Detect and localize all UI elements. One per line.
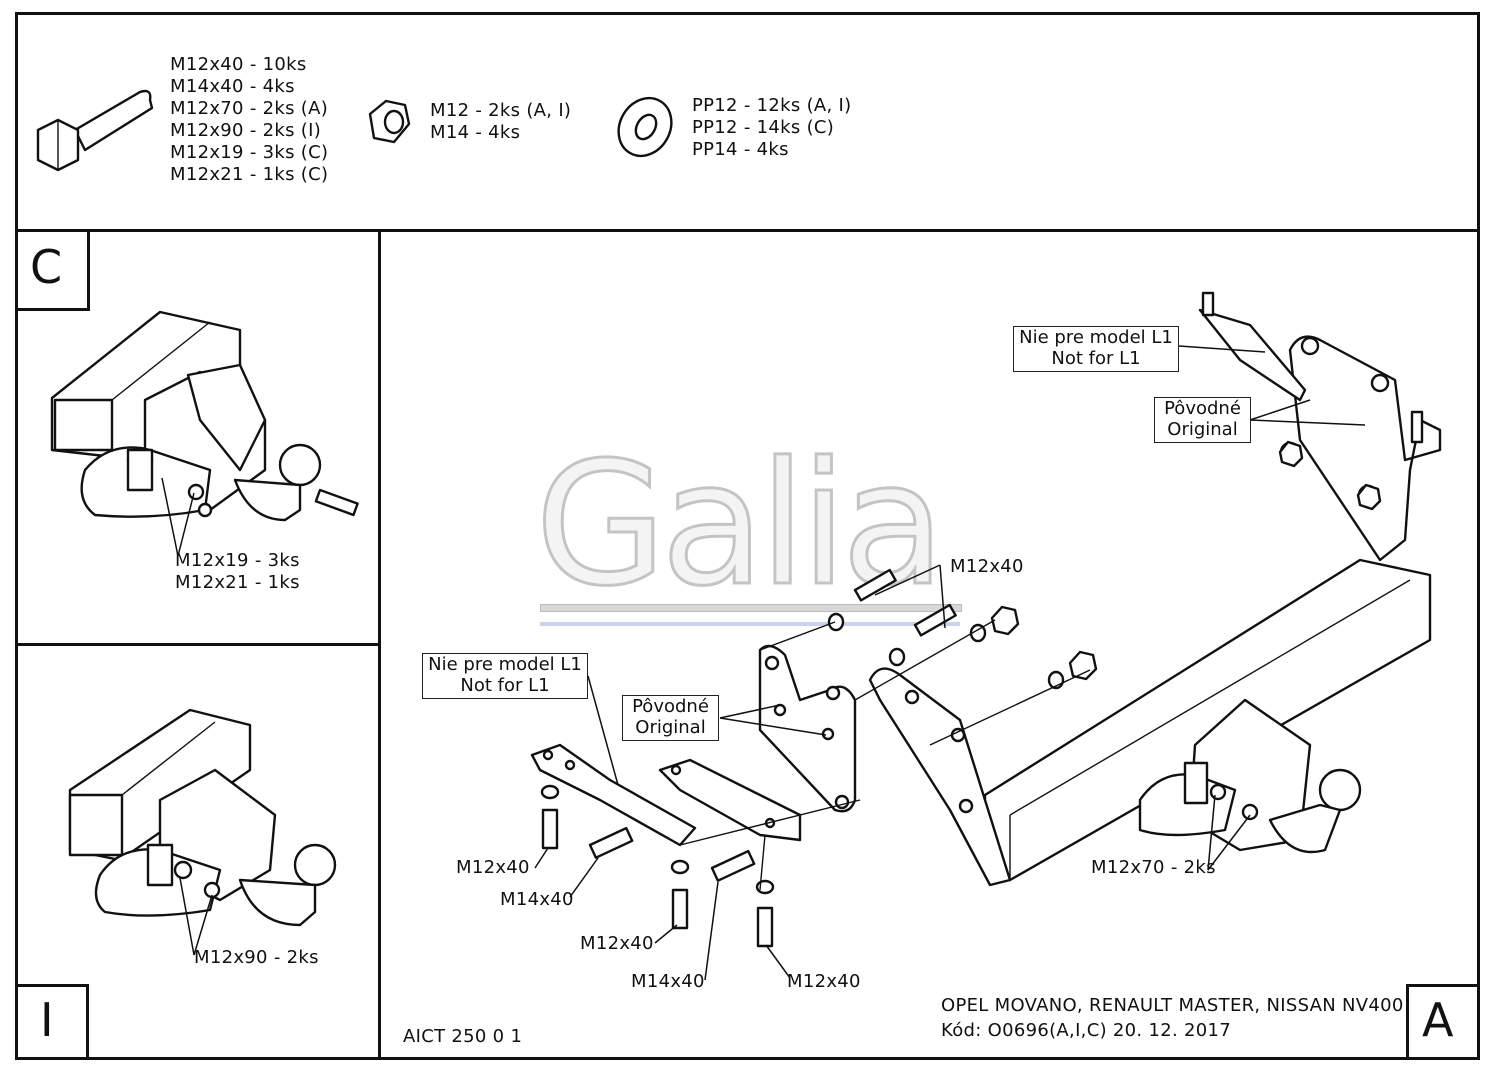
note-not-for-l1-left: Nie pre model L1 Not for L1 <box>422 653 588 699</box>
label-m12x70: M12x70 - 2ks <box>1091 857 1216 878</box>
drawing-code: AICT 250 0 1 <box>403 1026 523 1047</box>
washer-icon <box>617 96 673 158</box>
bolt-item: M12x40 - 10ks <box>170 54 307 75</box>
bolt-item: M12x21 - 1ks (C) <box>170 164 329 185</box>
bolt-list: M12x40 - 10ks M14x40 - 4ks M12x70 - 2ks … <box>170 54 328 186</box>
washer-item: PP12 - 14ks (C) <box>692 117 835 138</box>
label-m14x40-b: M14x40 <box>631 971 705 992</box>
nut-item: M14 - 4ks <box>430 122 521 143</box>
panel-letter-i: I <box>40 993 54 1047</box>
bolt-icon <box>36 89 154 172</box>
label-m12x40-a: M12x40 <box>456 857 530 878</box>
letter-box-c <box>15 229 90 311</box>
washer-list: PP12 - 12ks (A, I) PP12 - 14ks (C) PP14 … <box>692 95 852 161</box>
c-callouts: M12x19 - 3ks M12x21 - 1ks <box>175 550 300 594</box>
nut-item: M12 - 2ks (A, I) <box>430 100 572 121</box>
hardware-panel-divider <box>15 229 1480 232</box>
hitch-assembly-a <box>530 291 1442 981</box>
hitch-detail-c <box>50 310 359 557</box>
panel-letter-a: A <box>1422 993 1454 1047</box>
panel-letter-c: C <box>30 240 63 294</box>
c-callout-item: M12x21 - 1ks <box>175 572 300 593</box>
bolt-item: M12x19 - 3ks (C) <box>170 142 329 163</box>
c-i-divider <box>15 643 381 646</box>
letter-box-a <box>1406 984 1480 1060</box>
bolt-item: M12x70 - 2ks (A) <box>170 98 329 119</box>
label-m12x40-top: M12x40 <box>950 556 1024 577</box>
logo-underline-blue <box>540 622 960 626</box>
label-m12x40-c: M12x40 <box>787 971 861 992</box>
note-original-left: Pôvodné Original <box>622 695 719 741</box>
outer-frame <box>15 12 1480 1060</box>
i-callout: M12x90 - 2ks <box>194 947 319 968</box>
vehicle-title: OPEL MOVANO, RENAULT MASTER, NISSAN NV40… <box>941 995 1404 1016</box>
hitch-detail-i <box>68 708 337 956</box>
note-not-for-l1-top: Nie pre model L1 Not for L1 <box>1013 326 1179 372</box>
bolt-item: M12x90 - 2ks (I) <box>170 120 322 141</box>
label-m14x40-a: M14x40 <box>500 889 574 910</box>
letter-box-i <box>15 984 89 1060</box>
washer-item: PP14 - 4ks <box>692 139 789 160</box>
nut-list: M12 - 2ks (A, I) M14 - 4ks <box>430 100 571 144</box>
bolt-item: M14x40 - 4ks <box>170 76 295 97</box>
note-original-top: Pôvodné Original <box>1154 397 1251 443</box>
logo-underline <box>540 604 962 612</box>
washer-item: PP12 - 12ks (A, I) <box>692 95 852 116</box>
nut-icon <box>368 99 411 144</box>
c-callout-item: M12x19 - 3ks <box>175 550 300 571</box>
code-line: Kód: O0696(A,I,C) 20. 12. 2017 <box>941 1020 1232 1041</box>
label-m12x40-b: M12x40 <box>580 933 654 954</box>
